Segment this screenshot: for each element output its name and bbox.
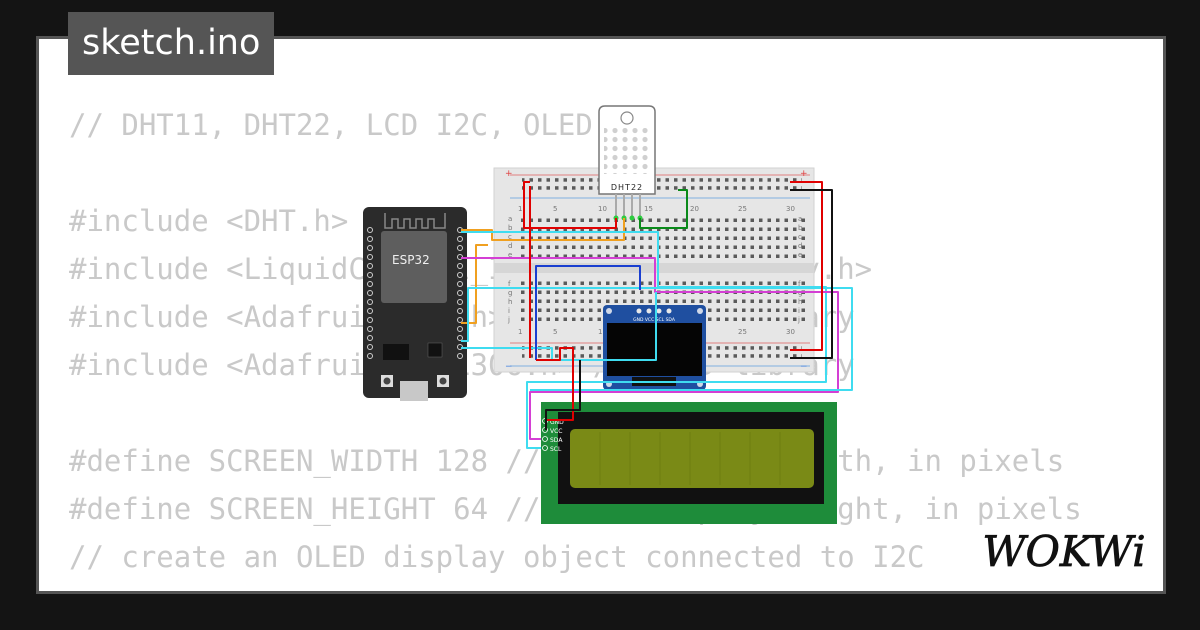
- wokwi-logo-text: WOKWi: [982, 527, 1145, 576]
- esp32-board: ESP32: [363, 207, 467, 401]
- bb-col-number: 1: [518, 328, 522, 336]
- bb-col-number: 10: [598, 205, 607, 213]
- bb-row-letter: a: [798, 215, 802, 223]
- wire-red-rail-right: [790, 181, 823, 351]
- bb-col-number: 30: [786, 328, 795, 336]
- bb-row-letter: c: [798, 233, 802, 241]
- bb-row-letter: b: [508, 224, 513, 232]
- bb-row-letter: j: [797, 316, 800, 324]
- bb-row-letter: h: [508, 298, 512, 306]
- svg-text:+: +: [505, 169, 513, 179]
- bb-col-number: 25: [738, 205, 747, 213]
- lcd-pin-label: SDA: [550, 437, 563, 444]
- lcd-pin-label: SCL: [550, 446, 562, 453]
- bb-row-letter: i: [798, 307, 800, 315]
- svg-text:−: −: [505, 362, 513, 372]
- bb-col-number: 1: [518, 205, 522, 213]
- bb-col-number: 30: [786, 205, 795, 213]
- bb-row-letter: f: [798, 280, 801, 288]
- bb-row-letter: c: [508, 233, 512, 241]
- wire-red-dht-vcc: [523, 181, 617, 229]
- wire-red-lcd-vcc: [536, 347, 574, 421]
- lcd-pin-label: GND: [550, 419, 564, 426]
- bb-col-number: 20: [690, 205, 699, 213]
- bb-col-number: 25: [738, 328, 747, 336]
- bb-row-letter: d: [508, 242, 512, 250]
- dht-label: DHT22: [611, 183, 643, 192]
- svg-text:+: +: [800, 169, 808, 179]
- wire-cyan-lcd-scl: [461, 287, 853, 391]
- esp32-label: ESP32: [392, 253, 430, 267]
- wire-black-rail-right: [790, 189, 833, 359]
- wire-cyan-scl: [461, 231, 827, 449]
- bb-row-letter: e: [798, 251, 802, 259]
- wire-magenta-sda: [461, 257, 839, 440]
- bb-col-number: 5: [553, 328, 557, 336]
- wires: [461, 181, 853, 449]
- wire-blue-oled-gnd: [535, 265, 641, 360]
- bb-row-letter: i: [508, 307, 510, 315]
- svg-text:−: −: [800, 362, 808, 372]
- code-line: // create an OLED display object connect…: [69, 540, 925, 574]
- oled-pin-labels: GND VCC SCL SDA: [633, 317, 676, 323]
- bb-col-number: 15: [644, 205, 653, 213]
- bb-row-letter: j: [507, 316, 510, 324]
- code-line: #include <DHT.h>: [69, 204, 349, 238]
- bb-row-letter: h: [798, 298, 802, 306]
- oled-display: GND VCC SCL SDA: [603, 305, 706, 390]
- bb-row-letter: e: [508, 251, 512, 259]
- bb-col-number: 10: [598, 328, 607, 336]
- lcd-pin-label: VCC: [550, 428, 562, 435]
- bb-row-letter: f: [508, 280, 511, 288]
- bb-row-letter: b: [798, 224, 803, 232]
- bb-row-letter: d: [798, 242, 802, 250]
- lcd-display: GND VCC SDA SCL: [541, 402, 837, 524]
- wokwi-logo: WOKWi: [982, 527, 1146, 577]
- code-line: Adafruit_SSD1306 oled(SCREEN_WIDTH, SCRE…: [69, 581, 1152, 591]
- code-line: // DHT11, DHT22, LCD I2C, OLED: [69, 108, 593, 142]
- sketch-filename-tab: sketch.ino: [68, 12, 275, 75]
- bb-row-letter: g: [508, 289, 512, 297]
- bb-row-letter: a: [508, 215, 512, 223]
- bb-col-number: 5: [553, 205, 557, 213]
- dht22-sensor: DHT22: [598, 105, 656, 221]
- wire-green-dht-gnd: [639, 189, 688, 229]
- wire-black-lcd-gnd: [545, 360, 581, 430]
